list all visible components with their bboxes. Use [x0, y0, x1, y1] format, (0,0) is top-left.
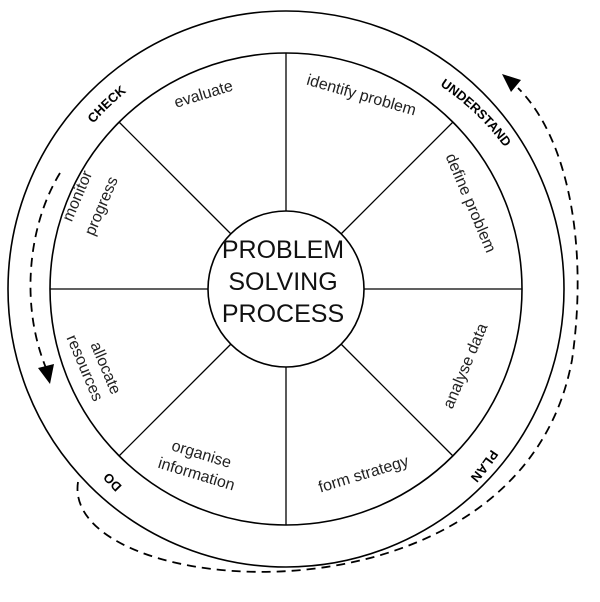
spoke-bottom-left — [118, 343, 232, 457]
spoke-top-right — [340, 121, 454, 235]
stage-do-label: DO — [100, 470, 124, 495]
segment-analyse-data: analyse data — [440, 321, 491, 411]
stage-plan-label: PLAN — [468, 447, 502, 485]
dashed-arrow-left — [29, 172, 61, 369]
segment-evaluate: evaluate — [172, 78, 235, 112]
dashed-arrow-right — [76, 87, 579, 573]
arrow-head-left-icon — [38, 364, 54, 384]
spoke-top-left — [118, 121, 232, 235]
spokes — [50, 53, 522, 525]
center-title-line-2: SOLVING — [228, 268, 337, 296]
segment-form-strategy: form strategy — [317, 453, 411, 497]
center-title-line-3: PROCESS — [222, 300, 344, 328]
center-title-line-1: PROBLEM — [222, 236, 344, 264]
segment-define-problem: define problem — [442, 151, 499, 255]
arrow-head-right-icon — [502, 74, 521, 92]
spoke-bottom-right — [340, 343, 454, 457]
segment-identify-problem: identify problem — [305, 72, 418, 119]
outer-ring — [7, 10, 565, 568]
